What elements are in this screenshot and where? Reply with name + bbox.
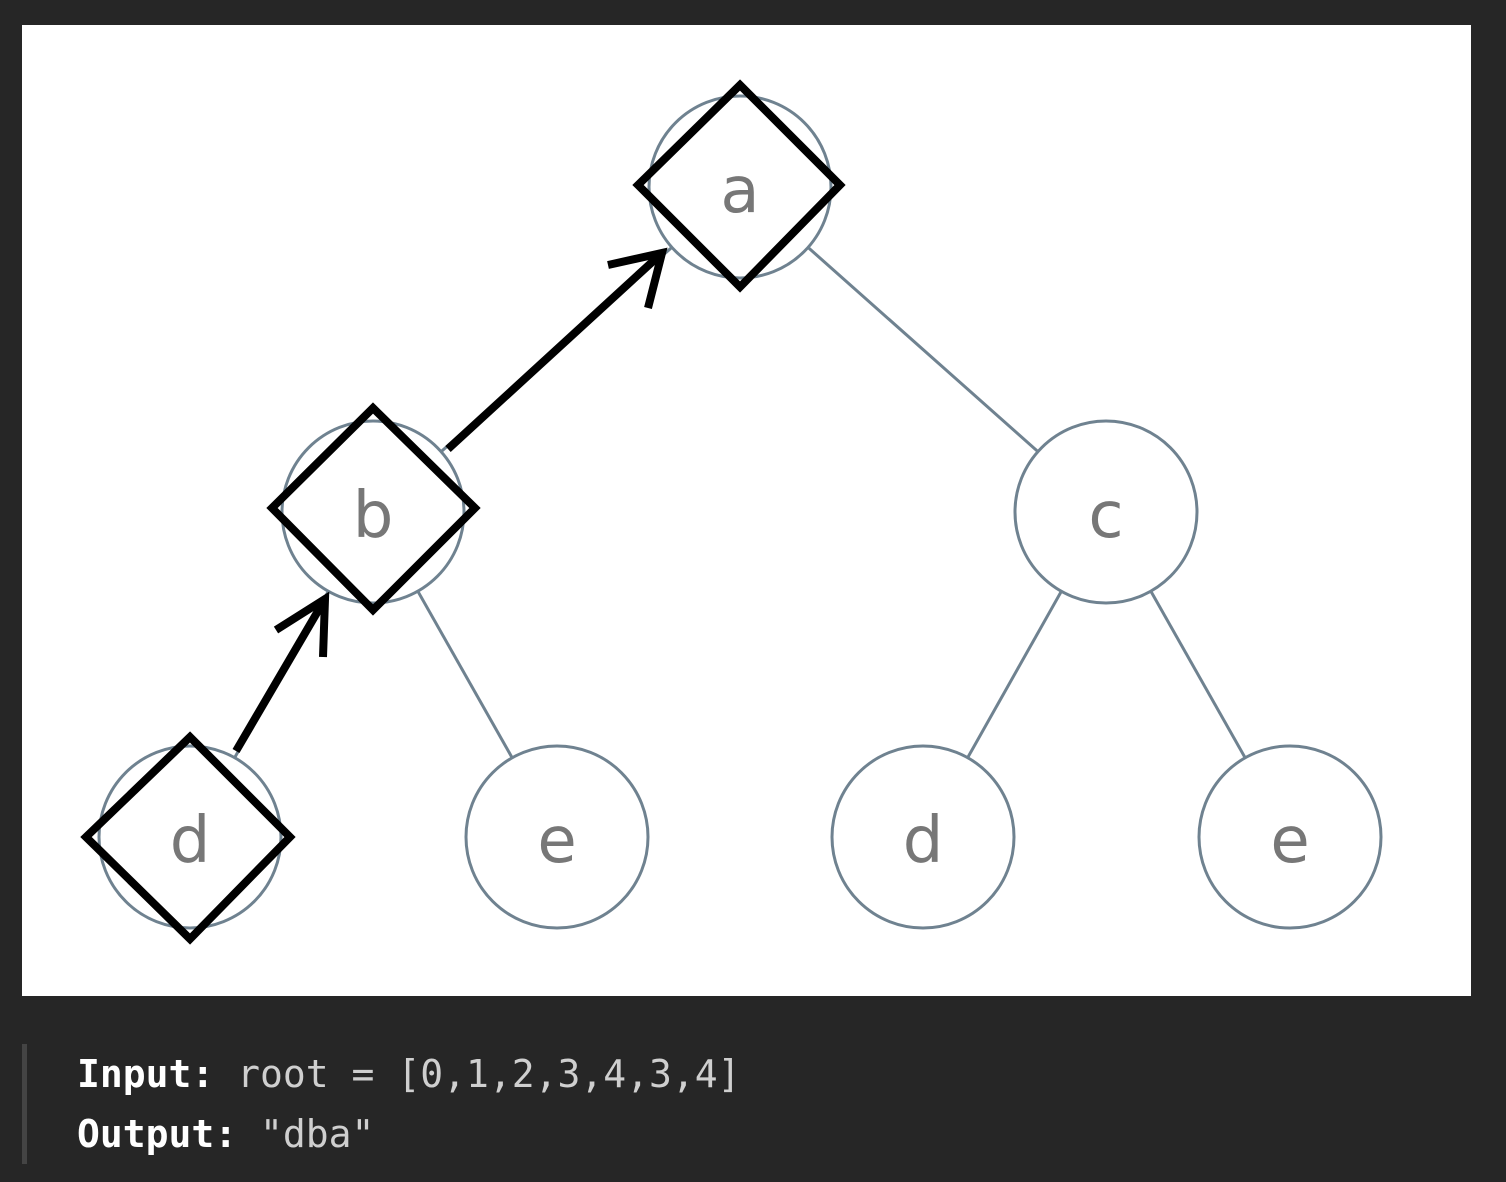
- path-marker-d: [80, 731, 296, 945]
- path-arrow-d-to-b: [232, 591, 330, 754]
- node-circle: [1197, 744, 1383, 930]
- tree-node-e-right: e: [1197, 744, 1383, 930]
- node-circle: [464, 744, 650, 930]
- node-circle: [1013, 419, 1199, 605]
- node-circle: [647, 94, 833, 280]
- input-value: root = [0,1,2,3,4,3,4]: [237, 1052, 741, 1096]
- node-label: d: [903, 804, 944, 878]
- node-label: e: [537, 804, 576, 878]
- input-label: Input:: [77, 1052, 215, 1096]
- output-line: Output: "dba": [77, 1104, 922, 1164]
- node-label: a: [720, 154, 759, 228]
- tree-node-a: a: [647, 94, 833, 280]
- example-block: Input: root = [0,1,2,3,4,3,4] Output: "d…: [22, 1044, 922, 1164]
- tree-node-b: b: [280, 419, 466, 605]
- node-label: b: [353, 479, 394, 553]
- tree-node-e-left: e: [464, 744, 650, 930]
- tree-node-d-left: d: [97, 744, 283, 930]
- path-arrow-b-to-a: [445, 247, 668, 452]
- node-circle: [280, 419, 466, 605]
- input-line: Input: root = [0,1,2,3,4,3,4]: [77, 1044, 922, 1104]
- tree-node-c: c: [1013, 419, 1199, 605]
- node-circle: [830, 744, 1016, 930]
- tree-node-d-right: d: [830, 744, 1016, 930]
- node-label: c: [1088, 479, 1123, 553]
- path-marker-a: [632, 79, 846, 293]
- output-value: "dba": [260, 1112, 375, 1156]
- tree-figure: a b c d e d e: [22, 25, 1471, 996]
- node-label: e: [1270, 804, 1309, 878]
- output-label: Output:: [77, 1112, 238, 1156]
- node-circle: [97, 744, 283, 930]
- path-marker-b: [266, 402, 481, 616]
- tree-diagram: a b c d e d e: [80, 79, 1383, 945]
- node-label: d: [170, 804, 211, 878]
